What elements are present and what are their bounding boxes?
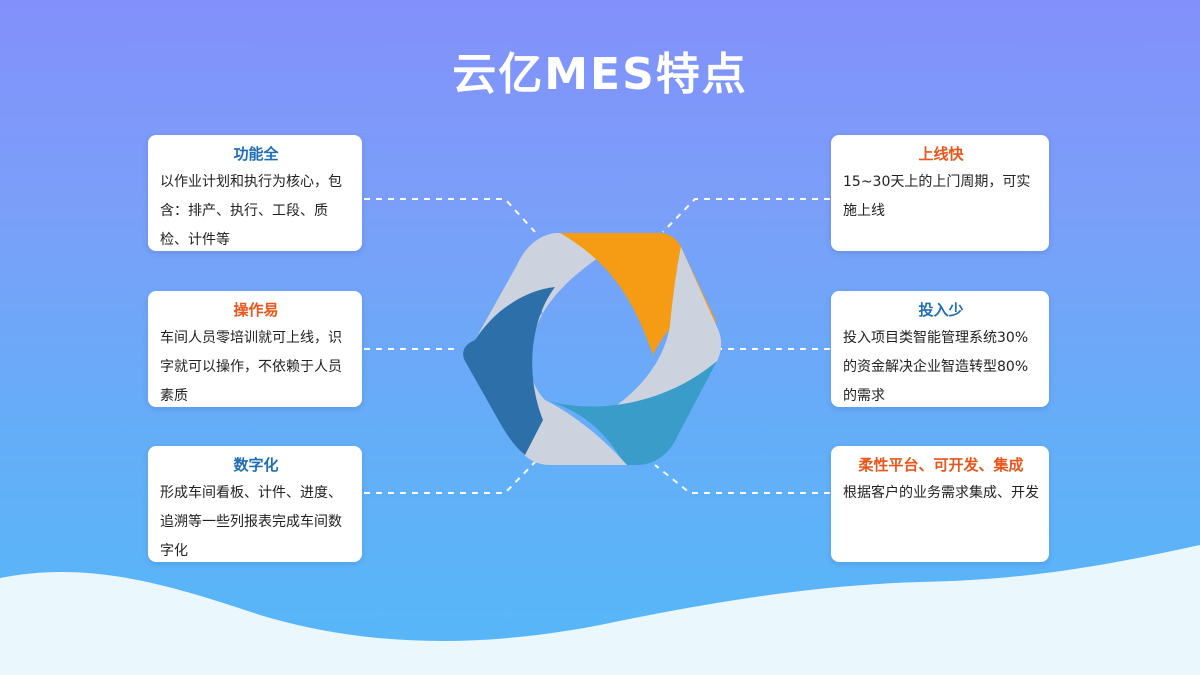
connector-feature-6 (654, 464, 830, 494)
feature-body-3: 形成车间看板、计件、进度、追溯等一些列报表完成车间数字化 (160, 485, 342, 559)
feature-card-2: 操作易 车间人员零培训就可上线，识字就可以操作，不依赖于人员素质 (148, 291, 362, 407)
logo-blade-grey-top (475, 233, 643, 340)
feature-body-1: 以作业计划和执行为核心，包含：排产、执行、工段、质检、计件等 (160, 174, 342, 248)
connector-feature-1 (364, 198, 536, 233)
page-title: 云亿MES特点 (452, 49, 748, 100)
feature-card-6: 柔性平台、可开发、集成 根据客户的业务需求集成、开发 (831, 446, 1049, 562)
feature-title-1: 功能全 (233, 145, 279, 163)
feature-body-4: 15~30天上的上门周期，可实施上线 (843, 174, 1031, 219)
logo-blade-light-blue (545, 361, 717, 465)
feature-card-4: 上线快 15~30天上的上门周期，可实施上线 (831, 135, 1049, 251)
feature-card-1: 功能全 以作业计划和执行为核心，包含：排产、执行、工段、质检、计件等 (148, 135, 362, 251)
feature-title-2: 操作易 (233, 301, 279, 319)
feature-body-2: 车间人员零培训就可上线，识字就可以操作，不依赖于人员素质 (160, 330, 342, 404)
logo-blade-dark-blue (463, 287, 555, 455)
feature-title-4: 上线快 (918, 145, 964, 163)
connector-feature-3 (364, 461, 536, 494)
logo-blade-orange (560, 233, 717, 355)
feature-card-3: 数字化 形成车间看板、计件、进度、追溯等一些列报表完成车间数字化 (148, 446, 362, 562)
feature-title-3: 数字化 (233, 456, 279, 474)
logo-blade-grey-right (610, 247, 722, 411)
feature-title-5: 投入少 (918, 301, 964, 319)
feature-card-5: 投入少 投入项目类智能管理系统30%的资金解决企业智造转型80%的需求 (831, 291, 1049, 407)
feature-body-5: 投入项目类智能管理系统30%的资金解决企业智造转型80%的需求 (843, 330, 1029, 404)
feature-body-6: 根据客户的业务需求集成、开发 (843, 485, 1039, 501)
hexagon-aperture-logo (463, 233, 722, 465)
feature-title-6: 柔性平台、可开发、集成 (858, 456, 1024, 474)
connector-feature-4 (662, 198, 830, 233)
